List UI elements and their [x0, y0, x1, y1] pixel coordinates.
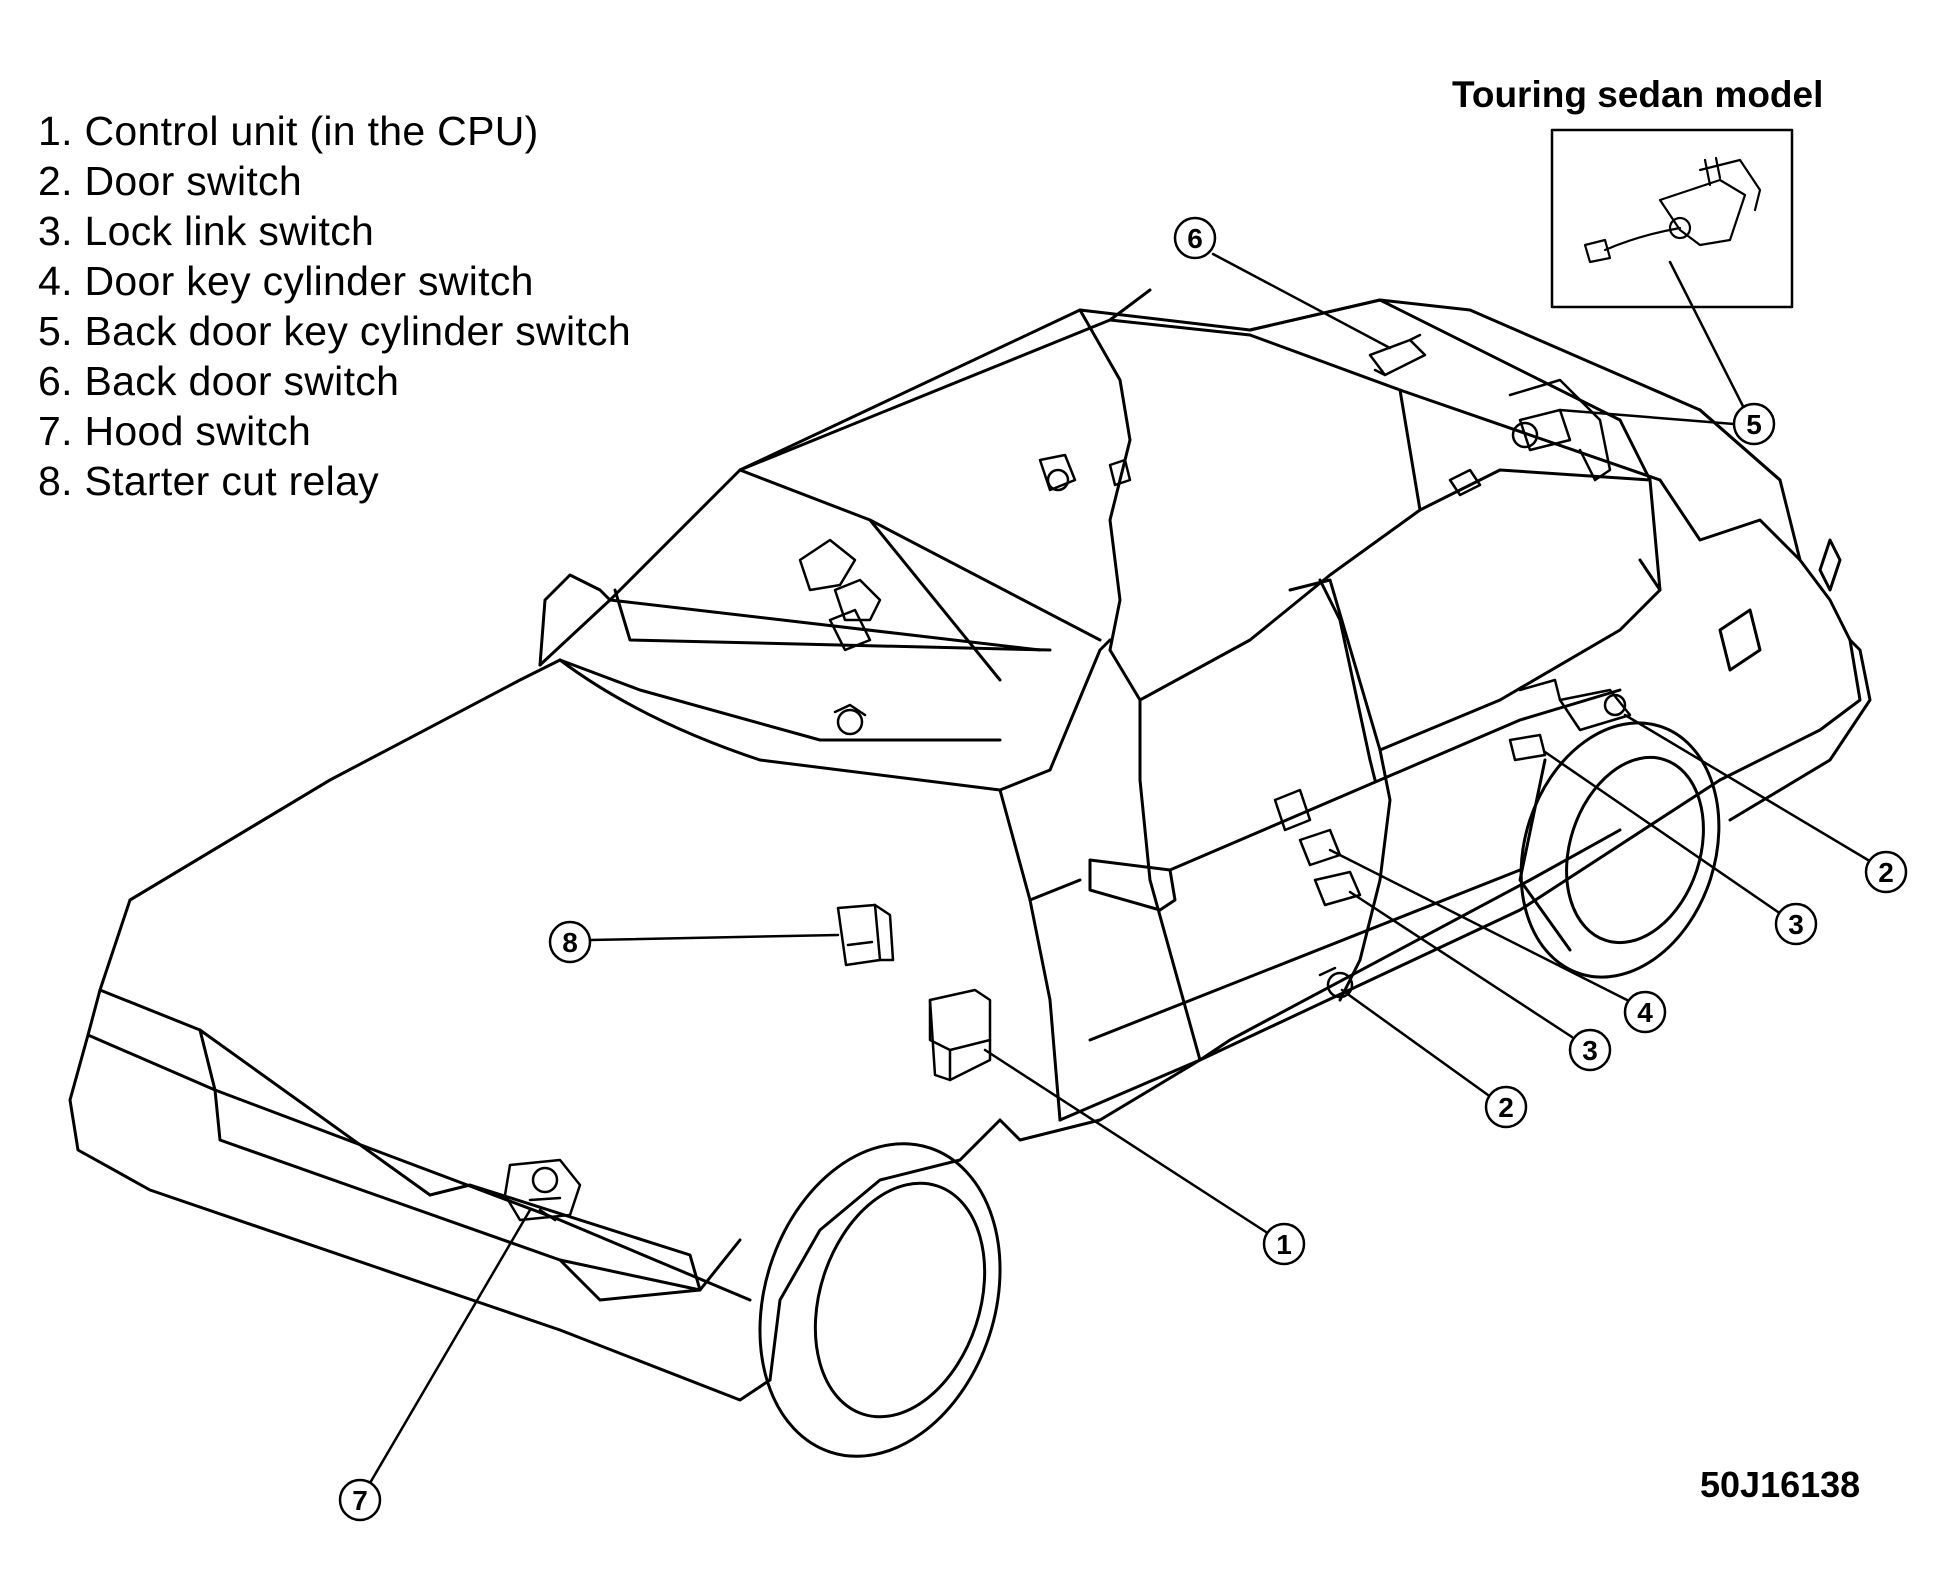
svg-text:2: 2	[1498, 1092, 1514, 1123]
front-switches-part	[798, 453, 1132, 736]
inset-title: Touring sedan model	[1452, 74, 1824, 115]
leader-8	[588, 933, 840, 942]
svg-text:4: 4	[1637, 997, 1653, 1028]
legend-item-door-switch: 2. Door switch	[38, 158, 302, 204]
legend-item-door-key-cylinder-switch: 4. Door key cylinder switch	[38, 258, 534, 304]
svg-text:7: 7	[352, 1485, 368, 1516]
leader-2a	[1623, 713, 1870, 862]
callout-3b: 3	[1568, 1028, 1612, 1072]
leader-6	[1211, 252, 1392, 350]
leader-3b	[1348, 890, 1574, 1039]
callout-2a: 2	[1864, 850, 1908, 894]
svg-text:2: 2	[1878, 857, 1894, 888]
callout-3a: 3	[1774, 902, 1818, 946]
components	[503, 333, 1632, 1222]
control-unit-part	[928, 988, 992, 1082]
legend-item-control-unit: 1. Control unit (in the CPU)	[38, 108, 539, 154]
callout-1: 1	[1262, 1222, 1306, 1266]
legend-item-lock-link-switch: 3. Lock link switch	[38, 208, 375, 254]
back-door-key-cylinder-part	[1508, 378, 1612, 482]
touring-sedan-inset	[1550, 128, 1794, 426]
starter-cut-relay-part	[836, 903, 895, 967]
rear-wheel	[1518, 721, 1721, 979]
svg-text:3: 3	[1788, 909, 1804, 940]
svg-text:6: 6	[1187, 223, 1203, 254]
car-body	[68, 288, 1872, 1402]
callout-5: 5	[1732, 402, 1776, 446]
figure-code: 50J16138	[1700, 1464, 1861, 1505]
legend-item-back-door-switch: 6. Back door switch	[38, 358, 400, 404]
leader-3a	[1543, 750, 1780, 914]
hood-switch-part	[503, 1158, 582, 1222]
svg-text:5: 5	[1746, 409, 1762, 440]
leader-5	[1558, 408, 1736, 426]
callout-6: 6	[1173, 216, 1217, 260]
rear-switches-part	[1508, 678, 1632, 762]
front-wheel	[758, 1142, 1002, 1458]
connector-part	[1448, 468, 1482, 497]
legend-item-back-door-key-cylinder-switch: 5. Back door key cylinder switch	[38, 308, 631, 354]
parts-legend: 1. Control unit (in the CPU) 2. Door swi…	[38, 106, 631, 506]
legend-item-starter-cut-relay: 8. Starter cut relay	[38, 458, 379, 504]
leader-7	[368, 1208, 532, 1485]
legend-item-hood-switch: 7. Hood switch	[38, 408, 312, 454]
back-door-switch-part	[1368, 333, 1427, 377]
callout-4: 4	[1623, 990, 1667, 1034]
leader-2b	[1340, 988, 1490, 1097]
svg-text:1: 1	[1276, 1229, 1292, 1260]
leader-1	[983, 1048, 1268, 1234]
leader-4	[1328, 848, 1629, 1002]
leader-lines	[368, 252, 1870, 1485]
callouts: 1 2 2 3 3 4 5 6 7 8	[338, 216, 1908, 1522]
callout-8: 8	[548, 920, 592, 964]
callout-7: 7	[338, 1478, 382, 1522]
svg-text:8: 8	[562, 927, 578, 958]
callout-2b: 2	[1484, 1085, 1528, 1129]
svg-text:3: 3	[1582, 1035, 1598, 1066]
